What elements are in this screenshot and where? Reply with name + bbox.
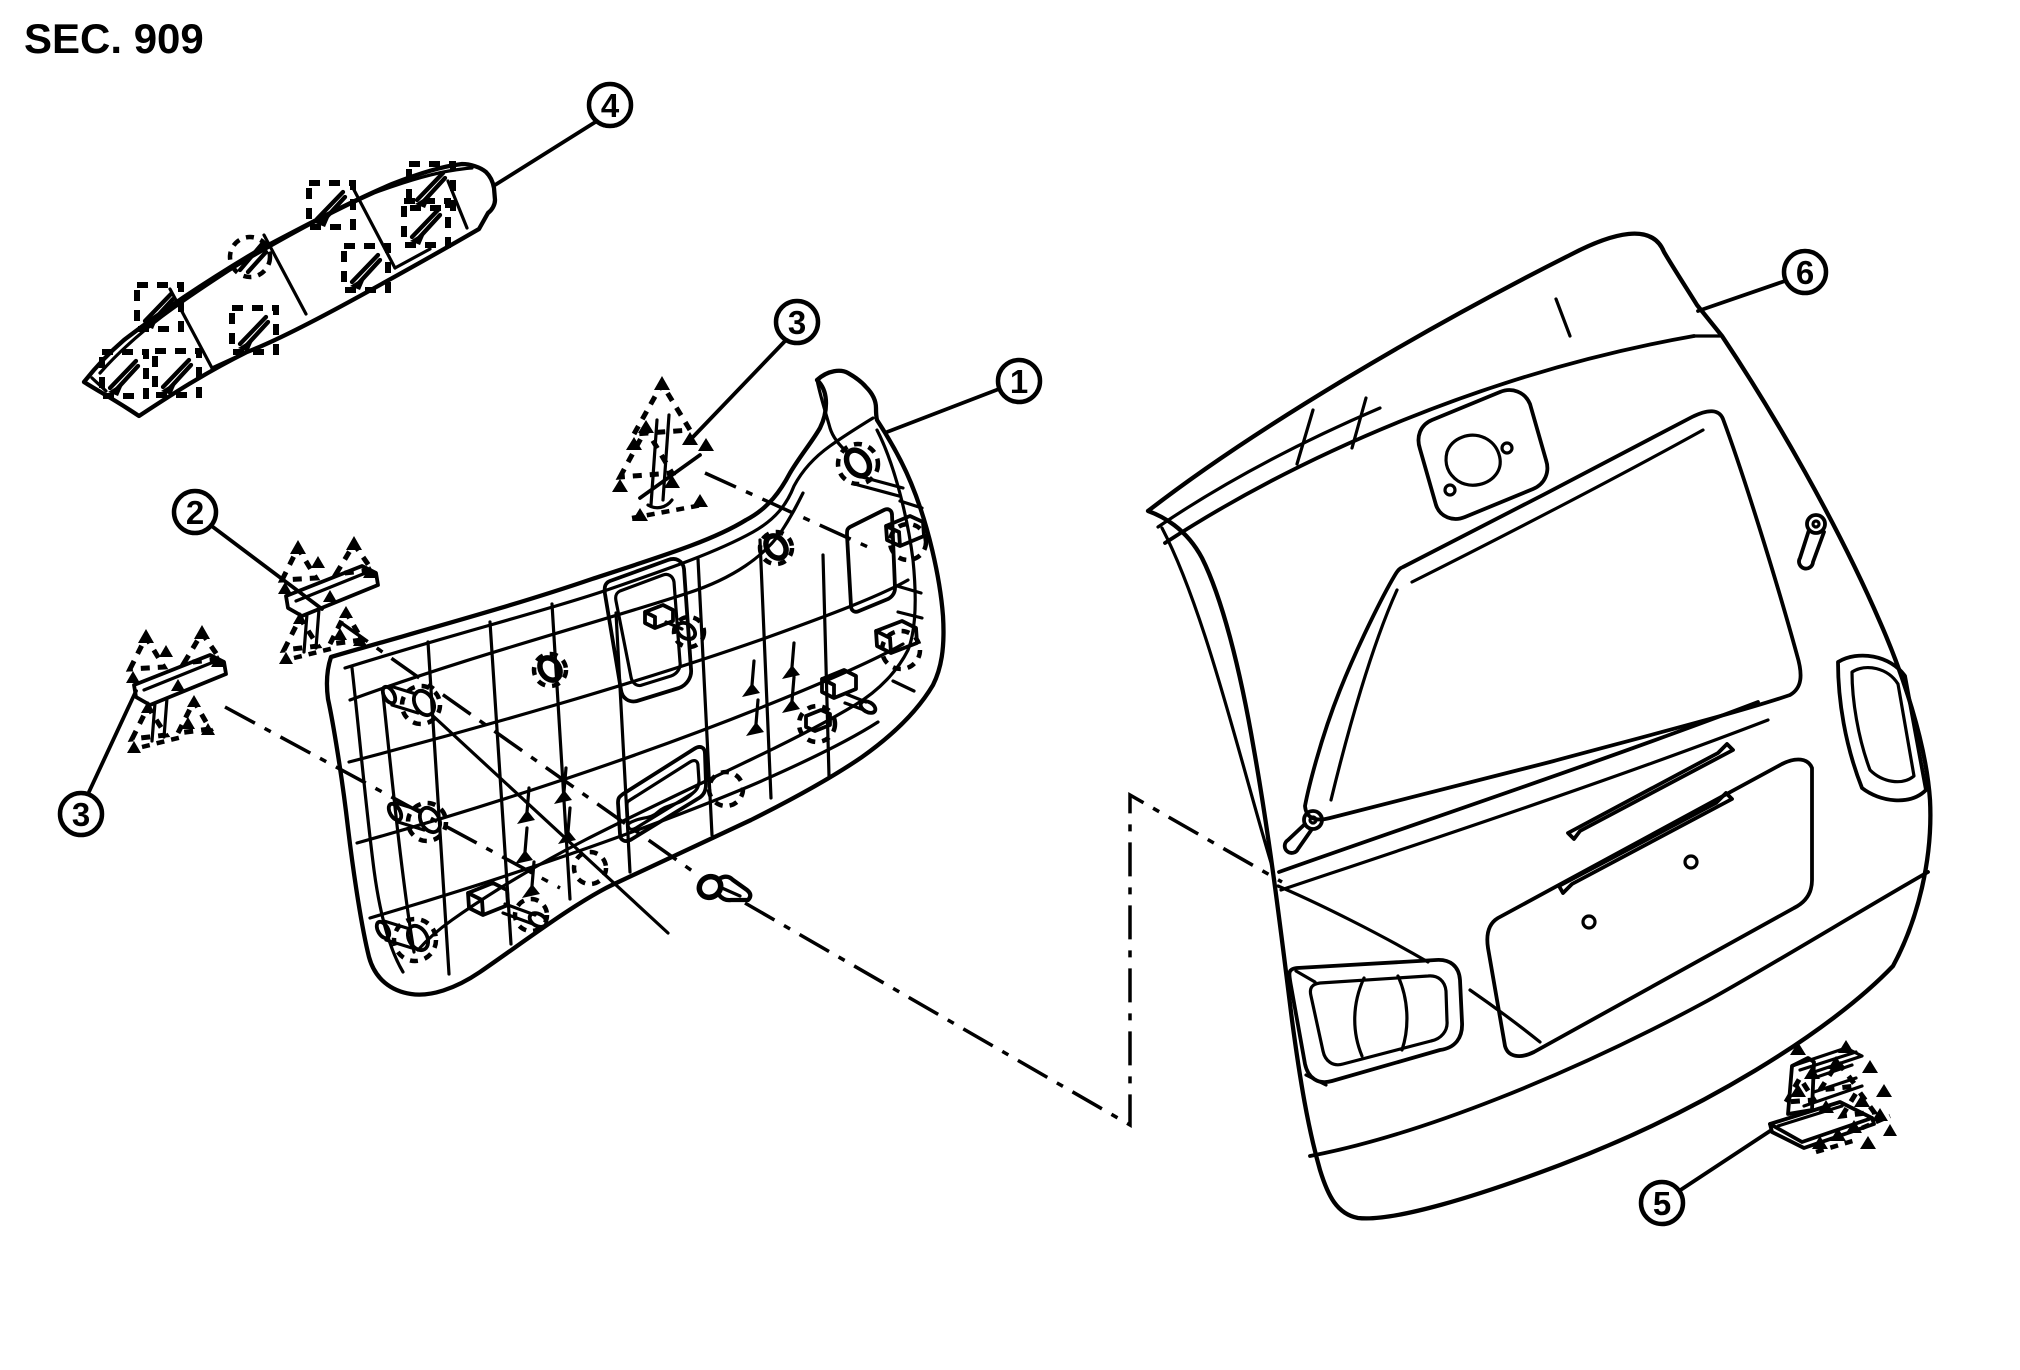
svg-text:2: 2 (186, 494, 204, 531)
svg-text:SEC. 909: SEC. 909 (24, 15, 204, 62)
svg-text:4: 4 (601, 87, 620, 124)
svg-text:3: 3 (788, 304, 806, 341)
svg-text:5: 5 (1653, 1185, 1671, 1222)
svg-text:6: 6 (1796, 254, 1814, 291)
svg-text:3: 3 (72, 796, 90, 833)
svg-text:1: 1 (1010, 363, 1028, 400)
